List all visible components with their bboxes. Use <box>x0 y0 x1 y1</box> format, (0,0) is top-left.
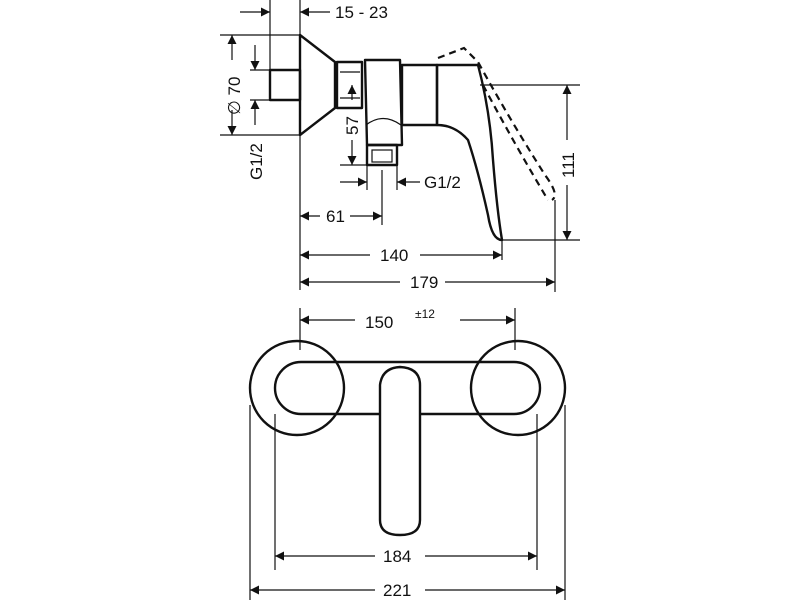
dim-lever-depth: 140 <box>380 246 408 265</box>
valve-body <box>363 58 404 147</box>
dim-centers-tolerance: ±12 <box>415 307 435 321</box>
dim-lever-height: 111 <box>559 152 578 178</box>
dim-centers: 150 <box>365 313 393 332</box>
dim-inner-width: 184 <box>383 547 411 566</box>
front-view: 150 ±12 184 221 <box>248 307 567 600</box>
dim-inlet-thread: G1/2 <box>247 143 266 180</box>
escutcheon <box>298 33 337 137</box>
left-escutcheon <box>248 339 346 437</box>
dim-diameter: ∅ 70 <box>225 77 244 115</box>
dim-total-depth: 179 <box>410 273 438 292</box>
side-view: 15 - 23 ∅ 70 G1/2 57 G1/2 61 140 179 111 <box>220 0 580 292</box>
lever-alternate-position <box>437 46 556 201</box>
lever <box>435 63 504 242</box>
dim-outlet-thread: G1/2 <box>424 173 461 192</box>
cartridge-housing <box>400 63 439 127</box>
dim-offset: 15 - 23 <box>335 3 388 22</box>
outlet-nut <box>365 143 399 167</box>
pipe-stub <box>268 68 302 102</box>
dim-outlet-distance: 61 <box>326 207 345 226</box>
dim-total-width: 221 <box>383 581 411 600</box>
dim-outlet-height: 57 <box>343 116 362 135</box>
nut <box>335 60 364 110</box>
front-lever <box>378 365 422 537</box>
right-escutcheon <box>469 339 567 437</box>
